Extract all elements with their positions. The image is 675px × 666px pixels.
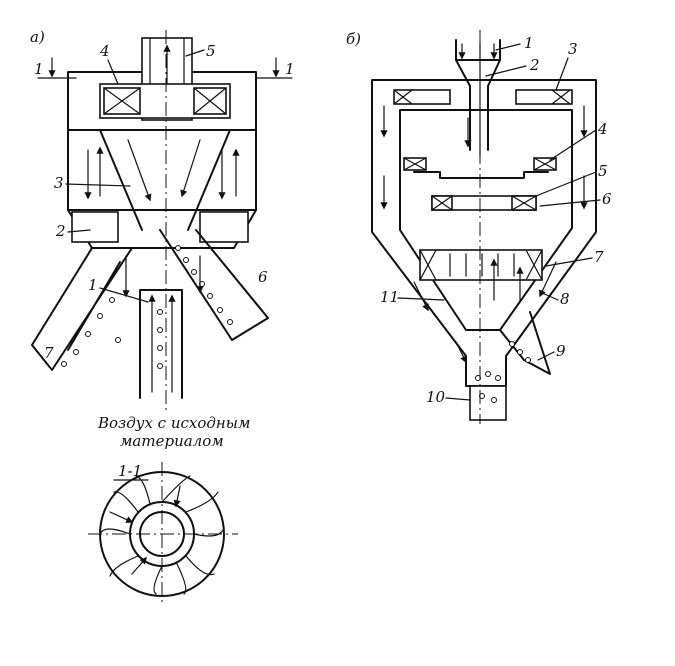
section-mark-right-label: 1 <box>285 60 295 78</box>
housing-body <box>67 129 257 211</box>
label-a-1: 1 <box>88 276 98 294</box>
section-mark-left-label: 1 <box>34 60 44 78</box>
distributor-plate-5 <box>413 171 549 179</box>
feed-tube <box>455 39 501 151</box>
caption-line-1: Воздух с исходным <box>97 414 250 432</box>
section-vanes <box>99 475 225 595</box>
label-a-2: 2 <box>55 222 66 240</box>
label-a-6: 6 <box>258 268 268 286</box>
inner-casing <box>399 109 573 331</box>
panel-b-labels: 1 2 3 4 5 6 7 8 9 10 11 <box>380 34 612 406</box>
fines-outlet-10 <box>469 385 507 421</box>
inlet-pipe <box>139 289 183 399</box>
panel-a: а) 1 1 <box>30 28 295 604</box>
label-a-5: 5 <box>206 42 216 60</box>
caption-line-2: материалом <box>120 432 224 450</box>
panel-b-title: б) <box>346 30 361 48</box>
coarse-outlet-9 <box>499 311 551 375</box>
inlet-particles <box>157 309 163 369</box>
label-a-4: 4 <box>99 42 110 60</box>
flow-arrows-a <box>84 139 240 298</box>
label-b-4: 4 <box>597 120 608 138</box>
section-mark-right: 1 <box>255 57 295 79</box>
label-a-3: 3 <box>54 174 64 192</box>
bottom-rotor-blades <box>419 249 543 281</box>
fine-particles <box>61 297 121 367</box>
fine-outlet-7 <box>31 247 133 371</box>
outer-casing <box>371 79 597 387</box>
label-b-8: 8 <box>560 290 570 308</box>
panel-a-labels: 4 5 3 2 1 6 7 <box>44 42 268 362</box>
coarse-particles <box>175 245 233 325</box>
outlet-particles <box>475 341 531 403</box>
ring-segment-right <box>199 211 249 243</box>
ring-segment-left <box>71 211 119 243</box>
label-b-6: 6 <box>602 190 612 208</box>
section-1-1 <box>88 462 238 604</box>
panel-a-title: а) <box>30 28 45 46</box>
label-b-7: 7 <box>594 248 604 266</box>
inner-cone-3 <box>99 129 231 231</box>
label-b-3: 3 <box>568 40 578 58</box>
section-mark-left: 1 <box>34 57 77 79</box>
coarse-outlet-6 <box>159 229 269 341</box>
label-b-1: 1 <box>524 34 534 52</box>
label-b-5: 5 <box>598 162 608 180</box>
rotor-blades <box>103 87 227 115</box>
bottom-rotor-7 <box>419 249 543 281</box>
label-a-7: 7 <box>44 344 54 362</box>
label-b-2: 2 <box>529 56 540 74</box>
flow-arrows-b <box>380 105 588 364</box>
panel-b: б) <box>346 30 612 424</box>
top-fan-right <box>515 89 573 105</box>
label-b-11: 11 <box>380 288 399 306</box>
label-b-10: 10 <box>426 388 446 406</box>
label-b-9: 9 <box>556 342 566 360</box>
